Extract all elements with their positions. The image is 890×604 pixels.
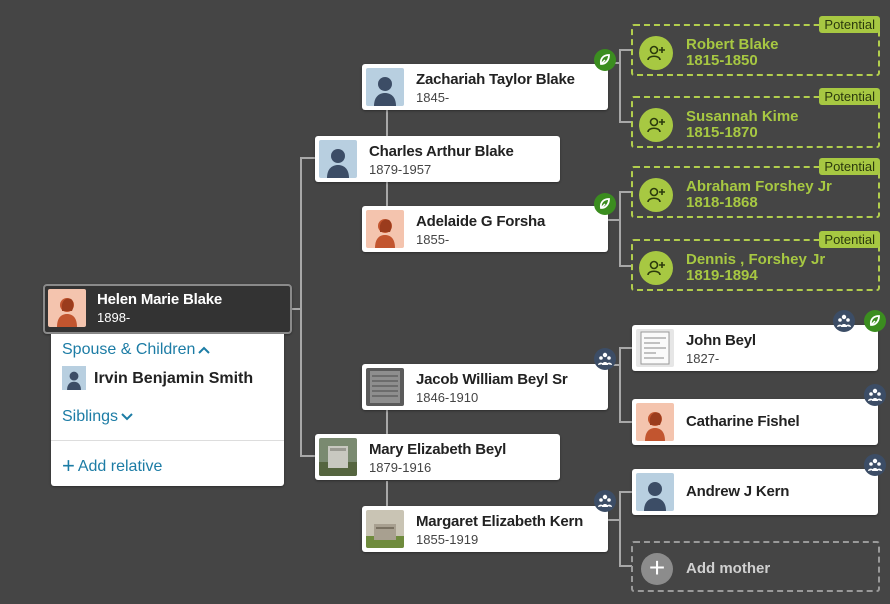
person-name: Charles Arthur Blake — [369, 143, 514, 160]
female-avatar-icon — [366, 210, 404, 248]
maternal-grandfather-card[interactable]: Jacob William Beyl Sr 1846-1910 — [362, 364, 608, 410]
add-mother-label: Add mother — [686, 560, 771, 577]
person-years: 1879-1957 — [369, 162, 432, 177]
siblings-label: Siblings — [62, 408, 119, 425]
person-name: Margaret Elizabeth Kern — [416, 513, 584, 530]
potential-parent-card[interactable]: Potential Susannah Kime 1815-1870 — [631, 88, 880, 148]
person-years: 1855- — [416, 232, 450, 247]
spouse-children-toggle[interactable]: Spouse & Children — [62, 341, 211, 359]
spouse-name[interactable]: Irvin Benjamin Smith — [94, 370, 254, 387]
paternal-grandfather-card[interactable]: Zachariah Taylor Blake 1845- — [362, 64, 608, 110]
spouse-avatar-icon — [62, 366, 86, 390]
add-mother-button[interactable]: + Add mother — [631, 541, 880, 592]
potential-years: 1815-1850 — [686, 52, 758, 69]
spouse-children-label: Spouse & Children — [62, 341, 196, 358]
chevron-down-icon — [121, 413, 133, 421]
potential-parent-card[interactable]: Potential Robert Blake 1815-1850 — [631, 16, 880, 76]
great-grandparent-card[interactable]: Catharine Fishel — [632, 399, 878, 445]
person-years: 1845- — [416, 90, 450, 105]
family-group-icon[interactable] — [864, 384, 886, 406]
leaf-hint-icon[interactable] — [864, 310, 886, 332]
person-name: Andrew J Kern — [686, 483, 790, 500]
gravestone-photo — [319, 438, 357, 476]
male-avatar-icon — [366, 68, 404, 106]
male-avatar-icon — [636, 473, 674, 511]
father-card[interactable]: Charles Arthur Blake 1879-1957 — [315, 136, 560, 182]
family-group-icon[interactable] — [864, 454, 886, 476]
person-name: John Beyl — [686, 332, 756, 349]
person-years: 1879-1916 — [369, 460, 432, 475]
male-avatar-icon — [319, 140, 357, 178]
menu-divider — [51, 440, 284, 441]
gravestone-photo — [366, 510, 404, 548]
potential-badge: Potential — [819, 158, 880, 175]
family-group-icon[interactable] — [594, 348, 616, 370]
plus-icon: + — [62, 453, 75, 478]
add-person-icon — [639, 108, 673, 142]
potential-name: Susannah Kime — [686, 108, 799, 125]
person-name: Zachariah Taylor Blake — [416, 71, 575, 88]
focus-person-name: Helen Marie Blake — [97, 291, 222, 308]
person-name: Adelaide G Forsha — [416, 213, 546, 230]
focus-person-card[interactable]: Helen Marie Blake 1898- — [43, 284, 292, 334]
person-name: Jacob William Beyl Sr — [416, 371, 568, 388]
person-years: 1846-1910 — [416, 390, 479, 405]
person-years: 1827- — [686, 351, 720, 366]
great-grandparent-card[interactable]: Andrew J Kern — [632, 469, 878, 515]
add-relative-button[interactable]: +Add relative — [62, 453, 162, 479]
chevron-up-icon — [198, 346, 211, 354]
maternal-grandmother-card[interactable]: Margaret Elizabeth Kern 1855-1919 — [362, 506, 608, 552]
person-name: Mary Elizabeth Beyl — [369, 441, 507, 458]
potential-years: 1818-1868 — [686, 194, 758, 211]
focus-person-menu: Spouse & Children Irvin Benjamin Smith S… — [51, 334, 284, 486]
focus-person-years: 1898- — [97, 310, 131, 325]
leaf-hint-icon[interactable] — [594, 49, 616, 71]
siblings-toggle[interactable]: Siblings — [62, 408, 134, 426]
potential-badge: Potential — [819, 231, 880, 248]
family-group-icon[interactable] — [833, 310, 855, 332]
document-photo — [636, 329, 674, 367]
female-avatar-icon — [636, 403, 674, 441]
potential-parent-card[interactable]: Potential Dennis , Forshey Jr 1819-1894 — [631, 231, 880, 291]
potential-badge: Potential — [819, 16, 880, 33]
potential-years: 1819-1894 — [686, 267, 758, 284]
add-person-icon — [639, 178, 673, 212]
potential-name: Abraham Forshey Jr — [686, 178, 832, 195]
plus-icon: + — [641, 552, 673, 585]
add-person-icon — [639, 36, 673, 70]
great-grandparent-card[interactable]: John Beyl 1827- — [632, 325, 878, 371]
add-person-icon — [639, 251, 673, 285]
female-avatar-icon — [48, 289, 86, 327]
leaf-hint-icon[interactable] — [594, 193, 616, 215]
family-group-icon[interactable] — [594, 490, 616, 512]
mother-card[interactable]: Mary Elizabeth Beyl 1879-1916 — [315, 434, 560, 480]
person-name: Catharine Fishel — [686, 413, 800, 430]
potential-name: Dennis , Forshey Jr — [686, 251, 826, 268]
add-relative-label: Add relative — [77, 458, 163, 475]
paternal-grandmother-card[interactable]: Adelaide G Forsha 1855- — [362, 206, 608, 252]
potential-years: 1815-1870 — [686, 124, 758, 141]
potential-name: Robert Blake — [686, 36, 779, 53]
potential-parent-card[interactable]: Potential Abraham Forshey Jr 1818-1868 — [631, 158, 880, 218]
person-years: 1855-1919 — [416, 532, 479, 547]
potential-badge: Potential — [819, 88, 880, 105]
document-photo — [366, 368, 404, 406]
